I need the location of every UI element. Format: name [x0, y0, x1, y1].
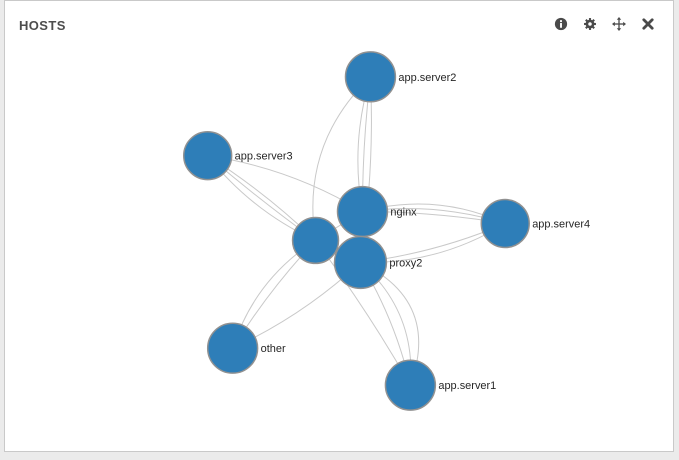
graph-node-label-app_server1: app.server1	[438, 380, 496, 392]
graph-area: app.server2 app.server3 app.server4 other ap…	[5, 1, 673, 451]
graph-node-app_server1[interactable]	[384, 359, 437, 411]
panel-toolbar	[553, 16, 655, 31]
hosts-graph: app.server2 app.server3 app.server4 other ap…	[182, 51, 590, 411]
graph-node-app_server2[interactable]	[344, 51, 397, 103]
graph-node-nginx[interactable]	[336, 185, 389, 238]
info-button[interactable]	[553, 16, 568, 31]
move-button[interactable]	[611, 16, 626, 31]
info-circle-icon	[554, 17, 568, 31]
graph-node-label-proxy2: proxy2	[389, 257, 422, 269]
hosts-panel: app.server2 app.server3 app.server4 other ap…	[4, 0, 674, 452]
graph-node-other[interactable]	[206, 322, 259, 374]
gear-icon	[583, 17, 597, 31]
close-icon	[641, 17, 655, 31]
graph-node-label-app_server3: app.server3	[235, 151, 293, 163]
graph-node-hidden[interactable]	[291, 216, 340, 265]
graph-node-label-app_server2: app.server2	[398, 72, 456, 84]
settings-button[interactable]	[582, 16, 597, 31]
close-button[interactable]	[640, 16, 655, 31]
graph-node-app_server4[interactable]	[480, 198, 530, 249]
graph-node-label-app_server4: app.server4	[532, 218, 590, 230]
graph-node-app_server3[interactable]	[182, 130, 233, 181]
panel-header: HOSTS	[5, 1, 673, 45]
graph-node-label-other: other	[261, 343, 286, 355]
graph-node-proxy2[interactable]	[333, 235, 388, 290]
move-arrows-icon	[611, 16, 626, 31]
graph-node-label-nginx: nginx	[390, 207, 417, 219]
panel-title: HOSTS	[19, 18, 66, 33]
